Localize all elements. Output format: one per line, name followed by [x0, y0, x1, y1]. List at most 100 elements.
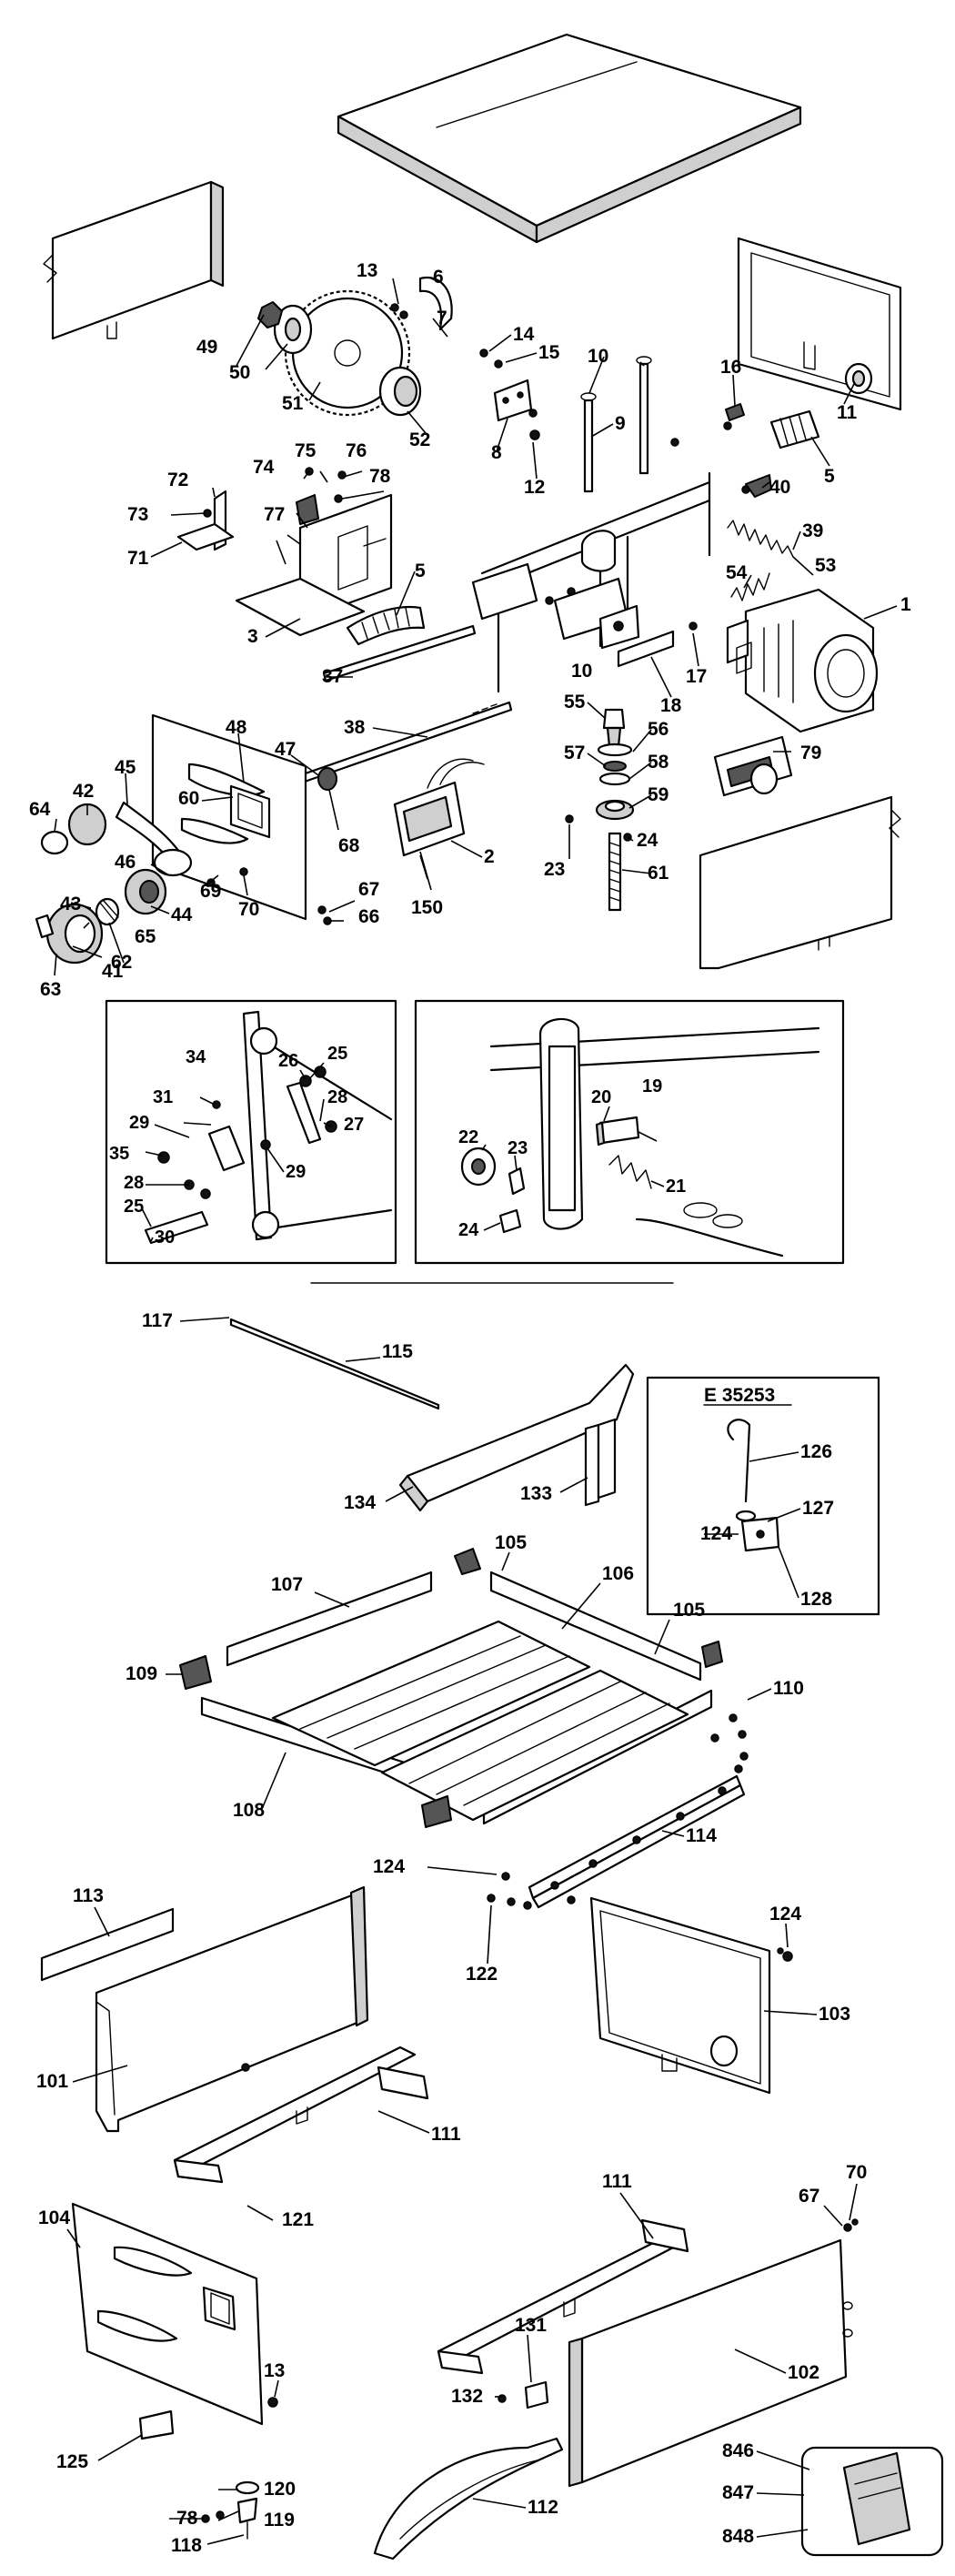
- callout-64: 64: [29, 799, 51, 820]
- small-parts-bottom: [138, 1733, 793, 2540]
- spring-53: [727, 520, 794, 558]
- strip-115: [229, 1318, 440, 1410]
- callout-847: 847: [722, 2482, 754, 2503]
- callout-28: 28: [327, 1087, 347, 1107]
- curved-rail-112: [373, 2437, 564, 2561]
- handwheel-assembly: [35, 801, 193, 965]
- callout-10: 10: [588, 346, 608, 367]
- kit-label: E 35253: [704, 1385, 775, 1406]
- callout-44: 44: [171, 904, 193, 925]
- callout-121: 121: [282, 2209, 314, 2230]
- callout-6: 6: [433, 267, 444, 288]
- callout-128: 128: [800, 1589, 832, 1610]
- stand-frame: [179, 1548, 723, 1828]
- callout-1: 1: [900, 594, 911, 615]
- callout-112: 112: [528, 2497, 558, 2518]
- spring-54: [730, 572, 770, 601]
- callout-59: 59: [648, 784, 668, 805]
- callout-10: 10: [571, 661, 592, 682]
- fasteners-122: [487, 1713, 749, 1910]
- callout-68: 68: [338, 835, 360, 856]
- callout-74: 74: [253, 457, 275, 478]
- callout-26: 26: [278, 1051, 298, 1071]
- inset-panel-right: [414, 999, 845, 1265]
- inset-panel-left: [105, 999, 397, 1265]
- callout-67: 67: [358, 879, 379, 900]
- callout-22: 22: [458, 1127, 478, 1147]
- callout-127: 127: [802, 1498, 834, 1519]
- callout-109: 109: [126, 1663, 157, 1684]
- callout-11: 11: [837, 402, 858, 423]
- callout-107: 107: [271, 1574, 303, 1595]
- callout-111: 111: [602, 2171, 632, 2192]
- callout-29: 29: [286, 1162, 306, 1182]
- callout-114: 114: [686, 1825, 717, 1846]
- shaft-37: [322, 624, 477, 682]
- callout-67: 67: [799, 2186, 819, 2207]
- callout-9: 9: [615, 413, 626, 434]
- bracket-111-left: [173, 2046, 429, 2184]
- callout-120: 120: [264, 2479, 296, 2500]
- callout-53: 53: [815, 555, 836, 576]
- knob-11: [844, 362, 873, 395]
- guide-plate: [617, 630, 675, 668]
- dust-hose-left: [346, 605, 426, 646]
- lift-screw-assembly: [595, 708, 635, 912]
- callout-72: 72: [167, 470, 188, 490]
- callout-48: 48: [226, 717, 247, 738]
- panel-104: [71, 2202, 264, 2426]
- callout-66: 66: [358, 906, 379, 927]
- callout-21: 21: [666, 1177, 686, 1197]
- bracket-72: [176, 490, 235, 551]
- callout-115: 115: [382, 1341, 413, 1362]
- parts-bag: [800, 2446, 944, 2557]
- callout-70: 70: [238, 899, 259, 920]
- callout-79: 79: [800, 742, 821, 763]
- callout-2: 2: [484, 846, 495, 867]
- callout-30: 30: [155, 1227, 175, 1248]
- callout-41: 41: [102, 961, 124, 982]
- blade-flange: [273, 304, 313, 355]
- callout-124: 124: [700, 1523, 732, 1544]
- switch-box-2: [393, 758, 485, 857]
- callout-17: 17: [686, 666, 707, 687]
- callout-55: 55: [564, 692, 586, 712]
- callout-29: 29: [129, 1113, 149, 1133]
- callout-13: 13: [264, 2360, 285, 2381]
- leader-lines: [54, 278, 898, 2545]
- callout-63: 63: [40, 979, 61, 1000]
- callout-134: 134: [344, 1492, 376, 1513]
- callout-43: 43: [60, 894, 81, 914]
- callout-39: 39: [802, 520, 823, 541]
- panel-103: [589, 1896, 771, 2095]
- callout-131: 131: [515, 2315, 547, 2336]
- callout-133: 133: [520, 1483, 552, 1504]
- panel-102: [568, 2218, 859, 2488]
- callout-105: 105: [673, 1600, 705, 1621]
- callout-35: 35: [109, 1144, 129, 1164]
- callout-42: 42: [73, 781, 94, 802]
- callout-18: 18: [660, 695, 682, 716]
- callout-126: 126: [800, 1441, 832, 1462]
- callout-37: 37: [322, 666, 343, 687]
- frame-rod-left: [580, 392, 597, 493]
- callout-58: 58: [648, 752, 669, 773]
- callout-60: 60: [178, 788, 199, 809]
- callout-118: 118: [171, 2535, 202, 2556]
- fence-bracket-133: [584, 1418, 617, 1507]
- front-panel-left: [151, 713, 307, 921]
- label-strip-113: [40, 1907, 175, 1982]
- motor: [726, 588, 879, 733]
- callout-52: 52: [409, 429, 430, 450]
- callout-71: 71: [127, 548, 149, 569]
- callout-75: 75: [295, 440, 317, 461]
- callout-38: 38: [344, 717, 366, 738]
- dust-hose-right: [769, 409, 820, 450]
- callout-14: 14: [513, 324, 535, 345]
- right-side-panel-lower: [699, 795, 901, 970]
- callout-101: 101: [36, 2071, 68, 2092]
- callout-73: 73: [127, 504, 148, 525]
- callout-104: 104: [38, 2207, 70, 2228]
- callout-16: 16: [720, 357, 741, 378]
